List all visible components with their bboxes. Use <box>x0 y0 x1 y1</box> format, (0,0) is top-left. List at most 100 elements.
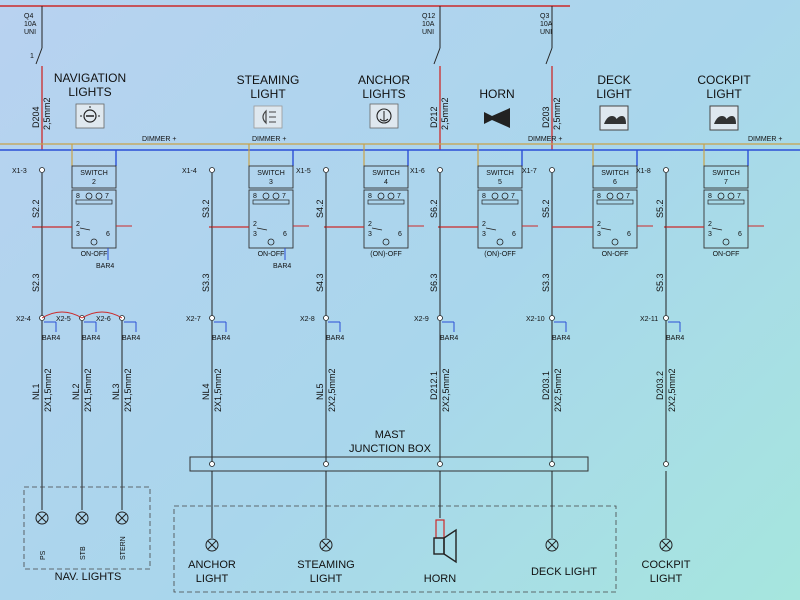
load-label: STEAMING <box>297 559 354 571</box>
bar-label: BAR4 <box>122 335 140 342</box>
wire-label: S3.3 <box>201 273 211 292</box>
breaker-q3: Q3 10A UNI <box>540 6 553 150</box>
svg-text:Q3: Q3 <box>540 13 549 20</box>
bar-label: BAR4 <box>212 335 230 342</box>
dimmer-label: DIMMER + <box>142 136 176 143</box>
bar-label: BAR4 <box>666 335 684 342</box>
nav-lamp-stb: STB <box>75 500 89 560</box>
title-steaming-2: LIGHT <box>250 87 286 101</box>
terminal-label: X2-10 <box>526 316 545 323</box>
wire-label: S2.3 <box>31 273 41 292</box>
switch-number: 7 <box>724 179 728 186</box>
title-cockpit: COCKPIT <box>697 73 751 87</box>
title-horn: HORN <box>479 87 514 101</box>
switch-number: 5 <box>498 179 502 186</box>
x1-terminal-group: X1-3S2.2S2.3X1-4S3.2S3.3X1-5S4.2S4.3X1-6… <box>12 167 696 316</box>
terminal-label: X2-11 <box>640 316 658 323</box>
title-cockpit-2: LIGHT <box>706 87 742 101</box>
wire-label: S6.2 <box>429 199 439 218</box>
svg-text:3: 3 <box>597 231 601 238</box>
svg-text:10A: 10A <box>422 21 435 28</box>
switch-number: 4 <box>384 179 388 186</box>
terminal-x1-7: X1-7S5.2S3.3 <box>522 167 582 316</box>
junction-box-title-2: JUNCTION BOX <box>349 443 432 455</box>
svg-text:7: 7 <box>511 193 515 200</box>
wire-label: S5.2 <box>655 199 665 218</box>
load-4: COCKPIT LIGHT <box>642 471 691 585</box>
loads-box <box>173 505 617 593</box>
title-anchor-2: LIGHTS <box>362 87 405 101</box>
anchor-light-icon <box>369 103 399 129</box>
cable-label: NL3 <box>111 383 121 400</box>
svg-text:2: 2 <box>253 221 257 228</box>
terminal-label: X2-8 <box>300 316 315 323</box>
load-3: DECK LIGHT <box>531 471 597 578</box>
wire-label: S5.2 <box>541 199 551 218</box>
switch-title: SWITCH <box>601 170 629 177</box>
cable-size: 2X1,5mm2 <box>213 368 223 412</box>
load-label: HORN <box>424 573 456 585</box>
load-label-2: LIGHT <box>196 573 229 585</box>
bar-label: BAR4 <box>552 335 570 342</box>
terminal-label: X1-6 <box>410 168 425 175</box>
svg-text:6: 6 <box>627 231 631 238</box>
svg-text:8: 8 <box>708 193 712 200</box>
cable-size: 2X2,5mm2 <box>553 368 563 412</box>
svg-text:8: 8 <box>76 193 80 200</box>
breaker-q12: Q12 10A UNI <box>422 6 441 150</box>
wire-label: S3.2 <box>201 199 211 218</box>
load-label: ANCHOR <box>188 559 236 571</box>
svg-text:8: 8 <box>482 193 486 200</box>
title-anchor: ANCHOR <box>358 73 410 87</box>
terminal-label: X2-7 <box>186 316 201 323</box>
cable-size: 2X1,5mm2 <box>123 368 133 412</box>
switch-title: SWITCH <box>486 170 514 177</box>
mast-junction-box: MAST JUNCTION BOX <box>189 429 589 472</box>
wire-label: S3.3 <box>541 273 551 292</box>
feed-label: D203 <box>541 106 551 128</box>
cockpit-light-icon <box>709 105 739 131</box>
terminal-label: X2-6 <box>96 316 111 323</box>
svg-text:2: 2 <box>597 221 601 228</box>
navigation-light-icon <box>75 103 105 129</box>
svg-text:6: 6 <box>283 231 287 238</box>
svg-text:3: 3 <box>76 231 80 238</box>
feed-label: 2,5mm2 <box>552 97 562 130</box>
terminal-label: X2-5 <box>56 316 71 323</box>
terminal-label: X1-5 <box>296 168 311 175</box>
cable-label: NL2 <box>71 383 81 400</box>
cable-label: D203.2 <box>655 371 665 400</box>
dimmer-label: DIMMER + <box>252 136 286 143</box>
switch-number: 3 <box>269 179 273 186</box>
nav-lamp-ps: PS <box>35 500 49 560</box>
svg-text:6: 6 <box>398 231 402 238</box>
load-label-2: LIGHT <box>650 573 683 585</box>
load-label: DECK LIGHT <box>531 566 597 578</box>
title-deck: DECK <box>597 73 630 87</box>
svg-text:Q12: Q12 <box>422 13 435 20</box>
svg-text:7: 7 <box>737 193 741 200</box>
switch-title: SWITCH <box>257 170 285 177</box>
feed-label: 2,5mm2 <box>42 97 52 130</box>
terminal-label: X1-8 <box>636 168 651 175</box>
wire-label: S2.2 <box>31 199 41 218</box>
switch-title: SWITCH <box>80 170 108 177</box>
svg-text:2: 2 <box>708 221 712 228</box>
breaker-q4-type: UNI <box>24 29 36 36</box>
switch-number: 2 <box>92 179 96 186</box>
switch-mode: (ON)-OFF <box>484 251 516 258</box>
switch-title: SWITCH <box>712 170 740 177</box>
switch-title: SWITCH <box>372 170 400 177</box>
title-steaming: STEAMING <box>237 73 300 87</box>
terminal-x1-6: X1-6S6.2S6.3 <box>410 167 470 316</box>
load-label: COCKPIT <box>642 559 691 571</box>
